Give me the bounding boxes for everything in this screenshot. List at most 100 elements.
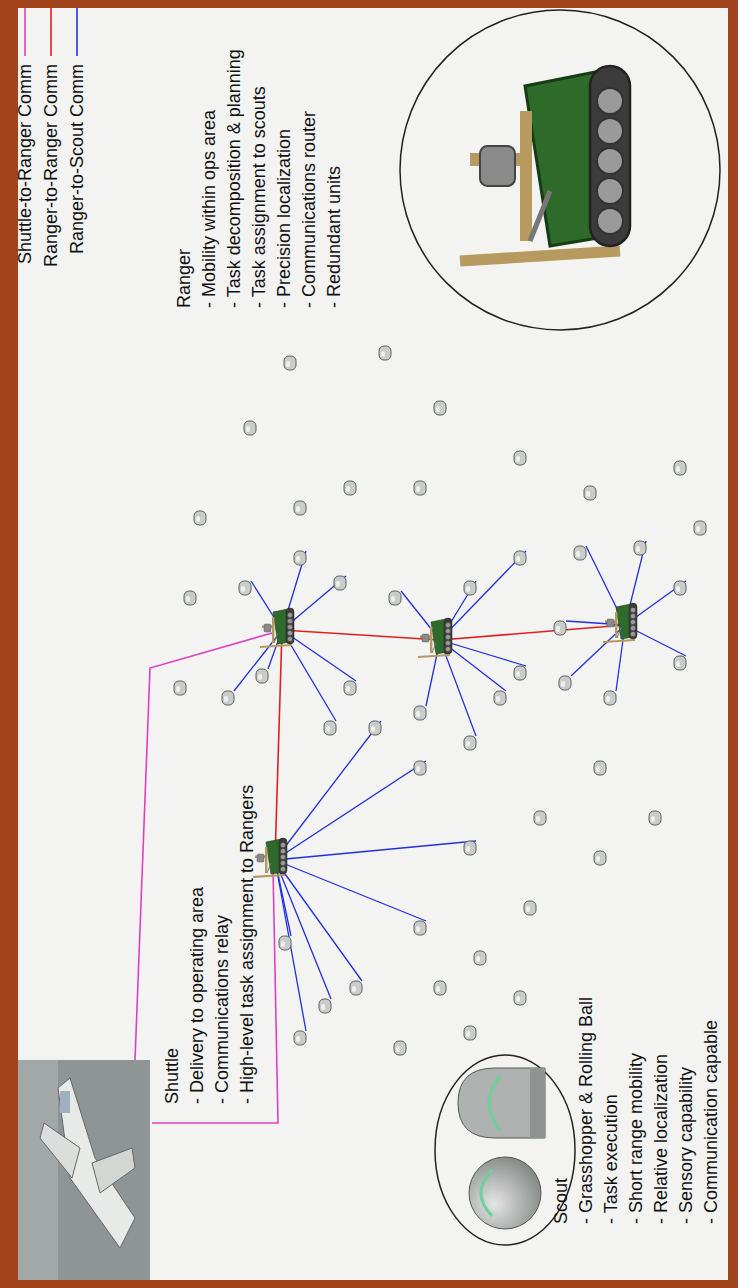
scout-icon xyxy=(674,461,686,475)
bullet-item: - High-level task assignment to Rangers xyxy=(235,785,260,1104)
scout-icon xyxy=(464,841,476,855)
block-heading: Scout xyxy=(549,997,574,1224)
scout-icon xyxy=(344,481,356,495)
scout-icon xyxy=(559,676,571,690)
ranger-detail xyxy=(400,10,720,330)
scout-icon xyxy=(674,656,686,670)
scout-icon xyxy=(464,736,476,750)
scout-icon xyxy=(222,691,234,705)
legend-text: Shuttle-to-Ranger Comm xyxy=(14,64,36,264)
comm-line xyxy=(440,625,625,640)
scout-icon xyxy=(394,1041,406,1055)
scout-icon xyxy=(319,999,331,1013)
ranger-units xyxy=(253,603,637,877)
comm-line xyxy=(275,721,381,860)
comm-line xyxy=(275,630,282,860)
scout-icon xyxy=(194,511,206,525)
scout-icon xyxy=(334,576,346,590)
legend-row: Ranger-to-Ranger Comm xyxy=(38,8,64,267)
bullet-item: - Redundant units xyxy=(322,49,347,308)
bullet-item: - Grasshopper & Rolling Ball xyxy=(574,997,599,1224)
scout-icon xyxy=(574,546,586,560)
scout-icon xyxy=(514,451,526,465)
ranger-icon xyxy=(418,618,452,657)
shuttle-ranger-links xyxy=(135,633,278,1123)
scout-icon xyxy=(594,851,606,865)
scout-icon xyxy=(534,811,546,825)
bullet-item: - Delivery to operating area xyxy=(185,785,210,1104)
scout-icon xyxy=(464,581,476,595)
bullet-item: - Task execution xyxy=(599,997,624,1224)
shuttle-photo xyxy=(18,1060,150,1280)
comm-line xyxy=(440,640,526,666)
bullet-item: - Precision localization xyxy=(272,49,297,308)
legend-line xyxy=(76,8,78,56)
scout-icon xyxy=(604,691,616,705)
scout-icon xyxy=(344,681,356,695)
comm-line xyxy=(275,841,476,860)
scout-icon xyxy=(324,721,336,735)
ranger-ranger-links xyxy=(275,625,625,860)
bullet-item: - Communication capable xyxy=(699,997,724,1224)
ranger-icon xyxy=(253,838,287,877)
scout-icon xyxy=(514,551,526,565)
bullet-item: - Sensory capability xyxy=(674,997,699,1224)
scout-icon xyxy=(554,621,566,635)
ranger-large-icon xyxy=(460,66,630,261)
scout-icon xyxy=(294,1031,306,1045)
legend: Shuttle-to-Ranger CommRanger-to-Ranger C… xyxy=(12,8,90,267)
scout-icon xyxy=(514,666,526,680)
scout-icon xyxy=(474,951,486,965)
comm-line xyxy=(440,551,526,640)
scout-icon xyxy=(414,761,426,775)
bullet-item: - Communications router xyxy=(297,49,322,308)
legend-text: Ranger-to-Scout Comm xyxy=(66,64,88,254)
scout-icon xyxy=(414,921,426,935)
legend-line xyxy=(50,8,52,56)
scout-icon xyxy=(649,811,661,825)
bullet-item: - Communications relay xyxy=(210,785,235,1104)
scout-icon xyxy=(494,691,506,705)
scout-icon xyxy=(294,551,306,565)
scout-icon xyxy=(244,421,256,435)
scout-icon xyxy=(434,401,446,415)
bullet-item: - Task assignment to scouts xyxy=(247,49,272,308)
legend-row: Shuttle-to-Ranger Comm xyxy=(12,8,38,267)
scout-icon xyxy=(350,981,362,995)
comm-line xyxy=(282,630,440,640)
scout-icon xyxy=(634,541,646,555)
scout-icon xyxy=(594,761,606,775)
legend-line-sample xyxy=(46,8,56,56)
scout-icon xyxy=(184,591,196,605)
scout-icon xyxy=(174,681,186,695)
scout-icon xyxy=(414,706,426,720)
ranger-icon xyxy=(603,603,637,642)
comm-line xyxy=(275,860,426,921)
legend-text: Ranger-to-Ranger Comm xyxy=(40,64,62,267)
scout-icon xyxy=(379,346,391,360)
scout-icon xyxy=(434,981,446,995)
legend-row: Ranger-to-Scout Comm xyxy=(64,8,90,267)
scout-icon xyxy=(239,581,251,595)
ranger-icon xyxy=(260,608,294,647)
scout-icon xyxy=(294,501,306,515)
scout-icon xyxy=(674,581,686,595)
comm-line xyxy=(275,860,306,1031)
legend-line-sample xyxy=(72,8,82,56)
bullet-item: - Short range mobility xyxy=(624,997,649,1224)
text-block: Shuttle- Delivery to operating area- Com… xyxy=(158,781,262,1108)
scout-icon xyxy=(464,1026,476,1040)
scout-icon xyxy=(284,356,296,370)
legend-line-sample xyxy=(20,8,30,56)
scout-icon xyxy=(414,481,426,495)
scout-icon xyxy=(256,669,268,683)
block-heading: Ranger xyxy=(172,49,197,308)
block-heading: Shuttle xyxy=(160,785,185,1104)
scout-icon xyxy=(514,991,526,1005)
legend-line xyxy=(24,8,26,56)
comm-line xyxy=(234,630,282,691)
scout-icon xyxy=(524,901,536,915)
bullet-item: - Mobility within ops area xyxy=(197,49,222,308)
ranger-scout-links xyxy=(234,541,686,1031)
